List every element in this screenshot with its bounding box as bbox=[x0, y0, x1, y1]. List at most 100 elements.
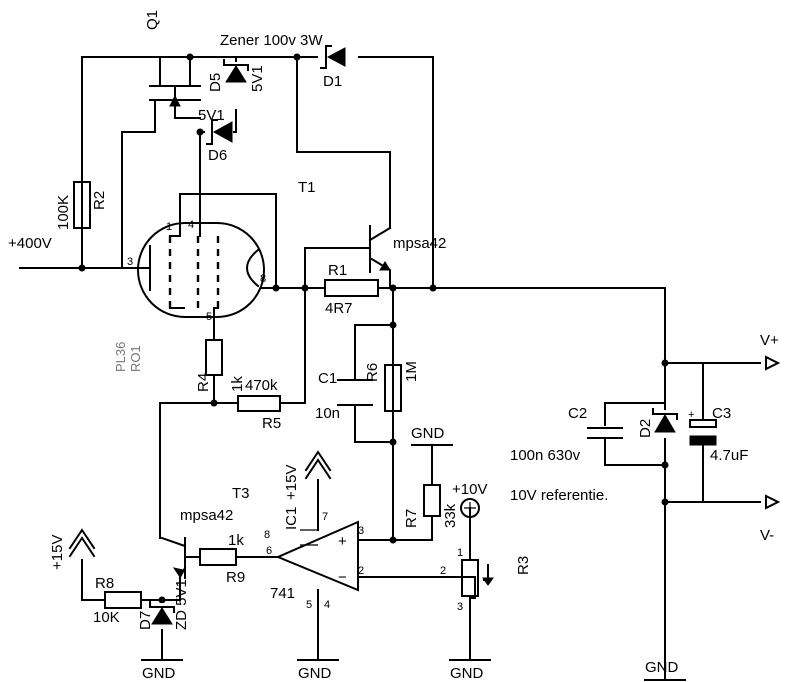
r6-label: R6 bbox=[364, 363, 381, 382]
ic1-opamp-symbol bbox=[275, 520, 359, 592]
ic1-pin8-label: 8 bbox=[264, 529, 270, 541]
r2-value-label: 100K bbox=[55, 195, 72, 230]
vplus-label: V+ bbox=[760, 332, 779, 349]
tube-pin8-label: 8 bbox=[260, 273, 266, 285]
ic1-label: IC1 bbox=[283, 507, 300, 530]
vplus-output-arrow bbox=[765, 355, 781, 371]
c1-label: C1 bbox=[318, 370, 337, 387]
ic1-minus-sign: − bbox=[338, 569, 347, 586]
gnd-d7-label: GND bbox=[142, 665, 176, 682]
c3-electrolytic-symbol bbox=[689, 419, 717, 446]
d5-label: D5 bbox=[207, 73, 224, 92]
r4-resistor bbox=[205, 339, 223, 376]
r4-label: R4 bbox=[195, 373, 212, 392]
t1-type-label: mpsa42 bbox=[393, 235, 446, 252]
plus15v-arrow-left bbox=[68, 528, 96, 558]
d2-label: D2 bbox=[637, 419, 654, 438]
t3-label: T3 bbox=[232, 485, 250, 502]
r1-label: R1 bbox=[328, 262, 347, 279]
d7-value-label: ZD 5V1 bbox=[173, 579, 190, 630]
vminus-output-arrow bbox=[765, 494, 781, 510]
ic1-pin5-label: 5 bbox=[306, 599, 312, 611]
wires bbox=[19, 56, 761, 681]
c2-capacitor-symbol bbox=[587, 427, 623, 439]
r7-value-label: 33k bbox=[442, 503, 459, 528]
ic1-pin2-label: 2 bbox=[358, 565, 364, 577]
t3-npn-transistor-symbol bbox=[160, 536, 187, 579]
c1-capacitor-symbol bbox=[337, 379, 373, 406]
ic1-plus-sign: + bbox=[338, 533, 347, 550]
c2-value-label: 100n 630v bbox=[510, 447, 581, 464]
gnd-right-label: GND bbox=[645, 659, 679, 676]
ic1-pin3-label: 3 bbox=[358, 525, 364, 537]
r3-pin3-label: 3 bbox=[457, 601, 463, 613]
d6-value-label: 5V1 bbox=[198, 107, 225, 124]
d1-zener-symbol bbox=[318, 45, 358, 69]
d5-zener-symbol bbox=[223, 59, 249, 90]
ic1-pin7-label: 7 bbox=[322, 511, 328, 523]
plus10v-testpoint bbox=[460, 498, 480, 518]
d6-zener-symbol bbox=[205, 119, 233, 145]
tube-pin4-label: 4 bbox=[188, 219, 194, 231]
gnd-bars-bottom bbox=[141, 659, 686, 681]
r6-value-label: 1M bbox=[403, 361, 420, 382]
r3-label: R3 bbox=[515, 556, 532, 575]
t1-label: T1 bbox=[298, 179, 316, 196]
plus10v-label: +10V bbox=[452, 481, 487, 498]
r3-pin2-label: 2 bbox=[440, 565, 446, 577]
tube-pin5-label: 5 bbox=[206, 311, 212, 323]
r5-value-label: 470k bbox=[245, 377, 278, 394]
c1-value-label: 10n bbox=[315, 405, 340, 422]
t3-type-label: mpsa42 bbox=[180, 507, 233, 524]
tube-ref-label: RO1 bbox=[128, 345, 143, 372]
plus15v-left-label: +15V bbox=[49, 535, 66, 570]
r9-value-label: 1k bbox=[228, 532, 244, 549]
d7-label: D7 bbox=[137, 611, 154, 630]
r1-value-label: 4R7 bbox=[325, 300, 353, 317]
r5-resistor bbox=[237, 395, 281, 412]
supply-400v-label: +400V bbox=[8, 235, 52, 252]
junction-dots bbox=[78, 53, 669, 604]
ic1-supply-label: +15V bbox=[283, 465, 300, 500]
r6-resistor bbox=[384, 364, 402, 412]
r8-label: R8 bbox=[95, 575, 114, 592]
c2-label: C2 bbox=[568, 405, 587, 422]
r2-resistor bbox=[73, 181, 91, 229]
d1-label: D1 bbox=[323, 73, 342, 90]
tube-pin3-label: 3 bbox=[127, 256, 133, 268]
r1-resistor bbox=[324, 279, 379, 297]
ic1-pin4-label: 4 bbox=[324, 599, 330, 611]
plus15v-arrow-ic1 bbox=[304, 450, 332, 480]
zener-title-label: Zener 100v 3W bbox=[220, 32, 323, 49]
r8-resistor bbox=[104, 591, 142, 609]
r3-pin1-label: 1 bbox=[457, 547, 463, 559]
r8-value-label: 10K bbox=[93, 609, 120, 626]
ic1-pin6-label: 6 bbox=[266, 545, 272, 557]
r7-label: R7 bbox=[403, 509, 420, 528]
vminus-label: V- bbox=[760, 527, 774, 544]
d5-value-label: 5V1 bbox=[249, 65, 266, 92]
d7-zener-symbol bbox=[149, 601, 175, 629]
tube-pin1-label: 1 bbox=[166, 221, 172, 233]
d2-zener-symbol bbox=[652, 408, 678, 438]
r3-potentiometer-symbol bbox=[461, 559, 494, 597]
t1-npn-transistor-symbol bbox=[368, 225, 392, 289]
reference-note-label: 10V referentie. bbox=[510, 487, 608, 504]
gnd-r7-label: GND bbox=[411, 425, 445, 442]
c3-label: C3 bbox=[712, 405, 731, 422]
r2-label: R2 bbox=[91, 191, 108, 210]
q1-label: Q1 bbox=[144, 10, 161, 30]
c3-value-label: 4.7uF bbox=[710, 447, 748, 464]
gnd-ic1-label: GND bbox=[298, 665, 332, 682]
r9-resistor bbox=[199, 548, 237, 566]
r5-label: R5 bbox=[262, 415, 281, 432]
ic1-type-label: 741 bbox=[270, 585, 295, 602]
q1-mosfet-symbol bbox=[149, 85, 201, 119]
tube-pl36-symbol bbox=[135, 222, 277, 319]
r9-label: R9 bbox=[226, 569, 245, 586]
c3-plus-label: + bbox=[688, 409, 694, 421]
r7-resistor bbox=[423, 484, 441, 517]
d6-label: D6 bbox=[208, 147, 227, 164]
tube-name-label: PL36 bbox=[113, 342, 128, 372]
